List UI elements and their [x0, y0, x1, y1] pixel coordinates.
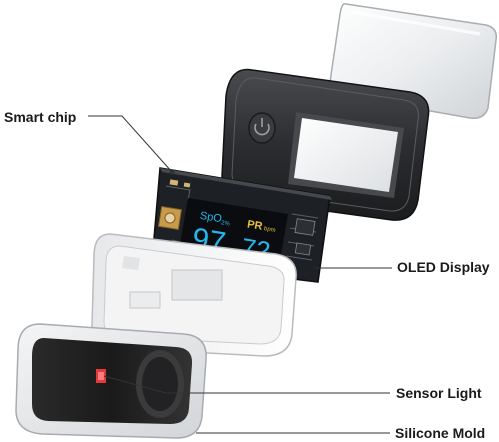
sensor-light-label: Sensor Light [396, 385, 482, 401]
smart-chip-leader [88, 115, 173, 173]
silicone-mold-label: Silicone Mold [395, 425, 486, 441]
sensor-light-icon [96, 369, 106, 383]
inner-frame [91, 233, 297, 357]
power-button-icon [248, 112, 276, 144]
sensor-light-leader [103, 375, 390, 394]
silicone-mold [15, 323, 207, 439]
oled-display-label: OLED Display [397, 259, 490, 275]
pr-label: PRbpm [246, 219, 276, 235]
top-shell [221, 68, 430, 221]
spo2-label: SpO2% [199, 210, 232, 228]
smart-chip-label: Smart chip [4, 109, 77, 125]
leader-lines [88, 115, 392, 434]
smart-chip [157, 205, 183, 231]
smart-chip-leader-dot [169, 169, 175, 175]
